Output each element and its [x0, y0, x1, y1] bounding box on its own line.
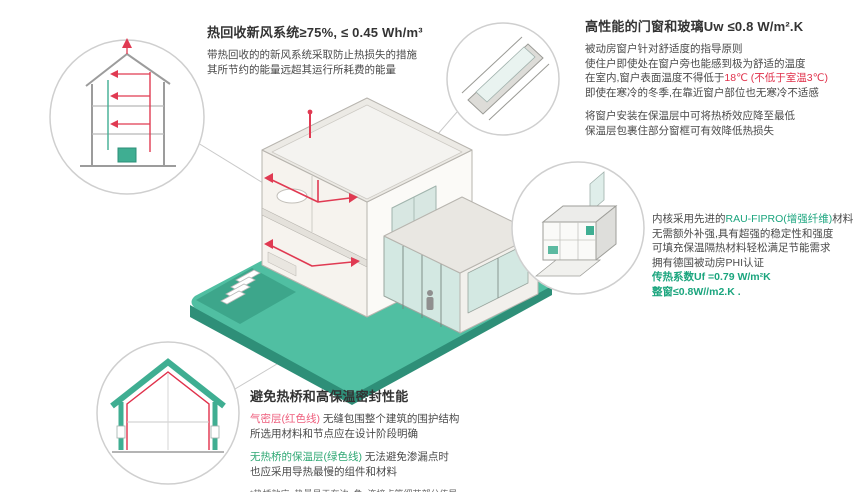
duct-arrows	[264, 173, 360, 267]
callout-windows: 高性能的门窗和玻璃Uw ≤0.8 W/m².K 被动房窗户针对舒适度的指导原则 …	[585, 16, 828, 138]
detail-window-profile	[511, 161, 645, 295]
material-desc-line: 拥有德国被动房PHI认证	[652, 256, 765, 269]
windows-desc-line: 即使在寒冷的冬季,在靠近窗户部位也无寒冷不适感	[585, 86, 819, 99]
thermal-footnote: *热桥效应: 热量易于在边, 角, 连接点等细节部分传导	[250, 487, 459, 492]
ventilation-ducts	[271, 179, 353, 267]
material-text: 材料	[832, 213, 854, 225]
material-desc-line: 内核采用先进的RAU-FIPRO(增强纤维)材料	[652, 212, 853, 227]
material-desc-line: 无需额外补强,具有超强的稳定性和强度	[652, 227, 834, 240]
detail-thermal-envelope	[96, 341, 240, 485]
callout-ventilation: 热回收新风系统≥75%, ≤ 0.45 Wh/m³ 带热回收的的新风系统采取防止…	[207, 22, 423, 77]
material-brand-highlight: RAU-FIPRO(增强纤维)	[725, 213, 833, 225]
windows-desc-line: 使住户即使处在窗户旁也能感到极为舒适的温度	[585, 57, 806, 70]
thermal-desc-line: 无热桥的保温层(绿色线) 无法避免渗漏点时	[250, 450, 459, 465]
detail-ventilation-section	[49, 38, 205, 195]
windows-desc-line: 将窗户安装在保温层中可将热桥效应降至最低	[585, 110, 795, 122]
airtight-layer-label: 气密层(红色线)	[250, 413, 320, 425]
material-text: 内核采用先进的	[652, 213, 726, 225]
material-uw-value: 整窗≤0.8W//m2.K .	[652, 285, 741, 298]
thermal-desc-line: 所选用材料和节点应在设计阶段明确	[250, 427, 418, 440]
profile-sill	[534, 259, 602, 277]
insulation-layer-label: 无热桥的保温层(绿色线)	[250, 451, 362, 463]
hrv-unit	[117, 147, 137, 163]
bathtub	[276, 188, 308, 204]
ventilation-title: 热回收新风系统≥75%, ≤ 0.45 Wh/m³	[207, 25, 423, 40]
section-window	[116, 425, 126, 439]
windows-desc-line: 在室内,窗户表面温度不得低于18℃ (不低于室温3℃)	[585, 71, 828, 86]
person-figure	[426, 290, 434, 310]
thermal-title: 避免热桥和高保温密封性能	[250, 389, 409, 404]
profile-glass	[589, 171, 605, 213]
gasket-seal	[586, 226, 594, 235]
thermal-desc-line: 也应采用导热最慢的组件和材料	[250, 465, 397, 478]
material-uf-value: 传热系数Uf =0.79 W/m²K	[652, 271, 771, 283]
garden-stairs	[220, 269, 261, 305]
windows-title: 高性能的门窗和玻璃Uw ≤0.8 W/m².K	[585, 19, 804, 34]
glass-pane	[475, 46, 536, 103]
material-desc-line: 可填充保温隔热材料轻松满足节能需求	[652, 242, 831, 254]
glass-wing	[383, 196, 539, 334]
windows-desc-line: 被动房窗户针对舒适度的指导原则	[585, 43, 743, 55]
thermal-text: 无缝包围整个建筑的围护结构	[320, 413, 460, 425]
callout-thermal: 避免热桥和高保温密封性能 气密层(红色线) 无缝包围整个建筑的围护结构 所选用材…	[250, 386, 459, 492]
supply-air-arrows	[116, 73, 150, 125]
thermal-desc-line: 气密层(红色线) 无缝包围整个建筑的围护结构	[250, 412, 459, 427]
thermal-text: 无法避免渗漏点时	[362, 451, 449, 463]
windows-temp-highlight: 18℃ (不低于室温3℃)	[724, 72, 828, 84]
ventilation-desc-line: 带热回收的的新风系统采取防止热损失的措施	[207, 49, 417, 61]
airtight-layer-line	[126, 371, 210, 450]
kitchen-counter	[267, 251, 297, 277]
lower-terrace	[196, 268, 296, 324]
insulation-layer-roof	[110, 358, 226, 409]
detail-window-corner	[446, 22, 560, 136]
windows-desc-line: 保温层包裹住部分窗框可有效降低热损失	[585, 124, 774, 137]
windows-temp-text: 在室内,窗户表面温度不得低于	[585, 72, 725, 84]
callout-profile-material: 内核采用先进的RAU-FIPRO(增强纤维)材料 无需额外补强,具有超强的稳定性…	[652, 212, 853, 299]
ventilation-desc-line: 其所节约的能量远超其运行所耗费的能量	[207, 63, 396, 76]
